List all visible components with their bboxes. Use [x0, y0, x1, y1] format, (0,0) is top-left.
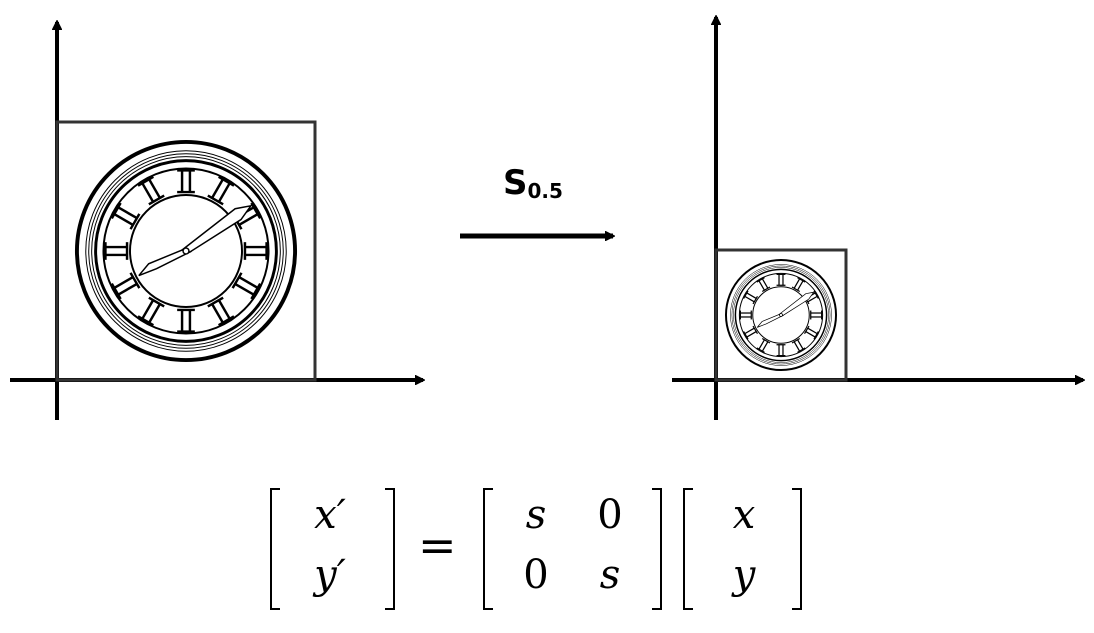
bracket — [652, 488, 662, 610]
bounding-box — [55, 120, 317, 382]
matrix-cell: s — [599, 552, 621, 598]
matrix-cell: 0 — [523, 552, 549, 598]
bracket — [792, 488, 802, 610]
matrix-cell: 0 — [597, 492, 623, 538]
original-panel — [10, 22, 423, 420]
bracket — [483, 488, 493, 610]
transform-label: S0.5 — [503, 163, 563, 203]
rhs-y: y — [732, 552, 756, 598]
equals-sign: = — [418, 518, 457, 572]
rhs-x: x — [732, 492, 756, 538]
clock-icon — [77, 142, 295, 360]
lhs-x: x′ — [314, 492, 346, 538]
clock-icon — [726, 260, 836, 370]
bounding-box — [714, 248, 848, 382]
lhs-y: y′ — [314, 552, 346, 598]
bracket — [683, 488, 693, 610]
bracket — [270, 488, 280, 610]
matrix-cell: s — [525, 492, 547, 538]
bracket — [385, 488, 395, 610]
scaled-panel — [672, 17, 1083, 420]
